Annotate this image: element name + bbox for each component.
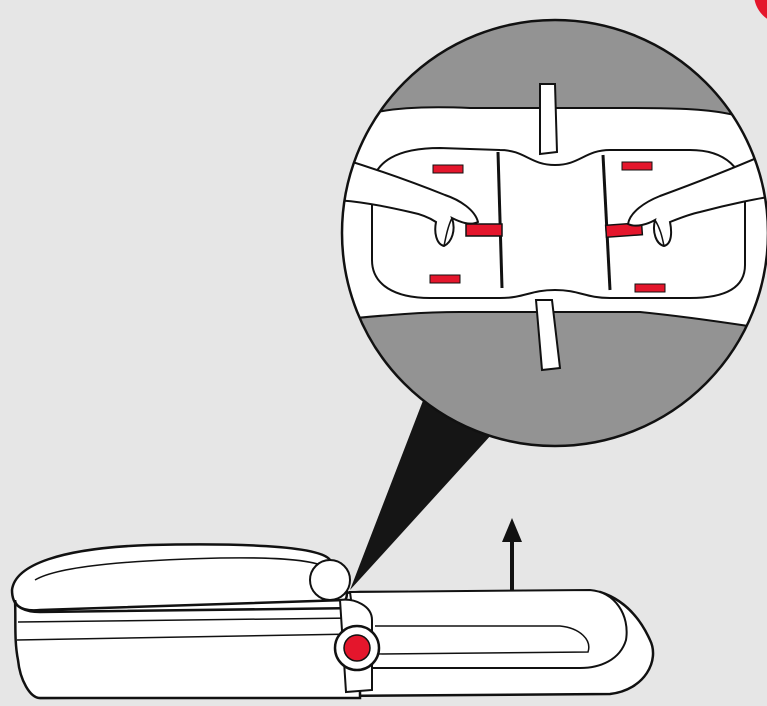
zoom-magnifier: [340, 18, 767, 448]
mattress-seam-right: [601, 154, 612, 291]
release-tab-left: [465, 223, 503, 237]
corner-step-badge: [754, 0, 767, 19]
bassinet-base: [10, 543, 655, 700]
hood-hinge: [309, 559, 351, 601]
zoom-pointer: [350, 398, 492, 590]
red-tab-top-left: [432, 164, 464, 174]
red-tab-bottom-left: [429, 274, 461, 284]
red-tab-top-right: [621, 161, 653, 171]
bassinet-mattress: [371, 146, 746, 299]
left-hand-icon: [342, 153, 480, 248]
lift-arrow-icon: [502, 518, 522, 596]
red-release-button: [343, 634, 371, 662]
bassinet-tray: [348, 588, 628, 669]
mattress-seam-left: [496, 151, 504, 289]
bottom-strap: [534, 299, 562, 372]
top-strap: [539, 83, 559, 156]
bassinet-hood: [10, 543, 349, 612]
right-hand-icon: [626, 148, 767, 248]
red-tab-bottom-right: [634, 283, 666, 293]
